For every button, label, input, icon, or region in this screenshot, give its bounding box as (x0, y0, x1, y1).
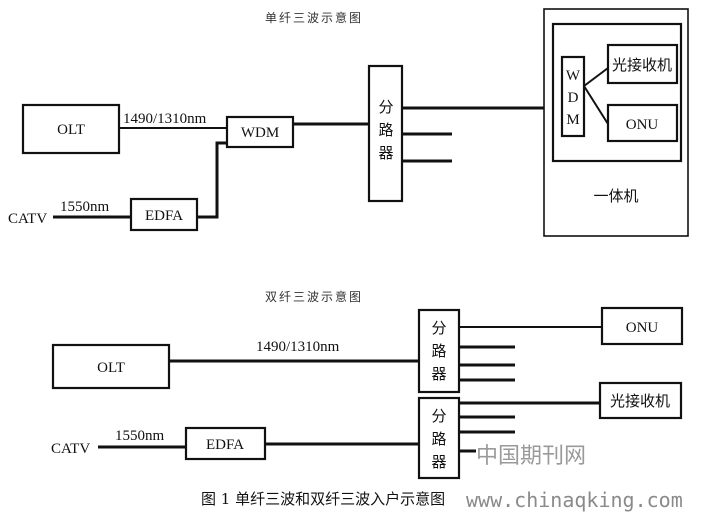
integrated-wdm-box (560, 55, 586, 138)
top-olt-box (21, 103, 121, 155)
bottom-diagram-title: 双纤三波示意图 (265, 289, 363, 304)
bottom-catv-wavelength: 1550nm (115, 428, 165, 444)
bottom-olt-label: OLT (97, 360, 125, 376)
integrated-onu-box (606, 103, 679, 143)
watermark-cn: 中国期刊网 (476, 444, 586, 469)
top-splitter-char-2: 路 (378, 121, 393, 139)
bottom-optical-receiver-label: 光接收机 (610, 392, 670, 410)
figure-caption: 图 1 单纤三波和双纤三波入户示意图 (201, 490, 445, 508)
integrated-optical-receiver-box (606, 43, 679, 85)
top-splitter-box (367, 64, 404, 203)
top-olt-wavelength: 1490/1310nm (123, 111, 207, 127)
top-splitter-char-3: 器 (378, 144, 393, 162)
watermark-url: www.chinaqking.com (466, 488, 683, 512)
bottom-olt-wavelength: 1490/1310nm (256, 339, 340, 355)
bottom-splitter-1-char-3: 器 (431, 365, 446, 383)
bottom-edfa-label: EDFA (206, 437, 244, 453)
bottom-catv-label: CATV (51, 441, 90, 457)
bottom-splitter-1-char-1: 分 (431, 319, 446, 337)
bottom-splitter-1-box (417, 308, 461, 394)
top-catv-label: CATV (8, 211, 47, 227)
top-edfa-label: EDFA (145, 208, 183, 224)
bottom-splitter-2-char-2: 路 (431, 430, 446, 448)
top-olt-label: OLT (57, 122, 85, 138)
bottom-olt-box (51, 343, 171, 390)
integrated-wdm-char-m: M (566, 112, 579, 128)
top-splitter-char-1: 分 (378, 98, 393, 116)
bottom-splitter-2-box (417, 396, 461, 480)
top-catv-wavelength: 1550nm (60, 199, 110, 215)
bottom-onu-box (600, 306, 684, 346)
bottom-splitter-2-char-1: 分 (431, 407, 446, 425)
bottom-edfa-box (184, 426, 267, 461)
top-edfa-wdm-fiber (197, 141, 227, 219)
integrated-unit-label: 一体机 (593, 187, 638, 205)
top-wdm-box (225, 115, 295, 149)
integrated-wdm-char-d: D (568, 90, 579, 106)
integrated-wdm-onu-link (583, 85, 609, 125)
bottom-onu-label: ONU (626, 320, 659, 336)
top-diagram-title: 单纤三波示意图 (265, 10, 363, 25)
integrated-wdm-receiver-link (583, 67, 609, 87)
top-wdm-label: WDM (241, 125, 279, 141)
integrated-wdm-char-w: W (566, 68, 581, 84)
bottom-splitter-2-char-3: 器 (431, 453, 446, 471)
integrated-optical-receiver-label: 光接收机 (612, 56, 672, 74)
bottom-optical-receiver-box (598, 381, 683, 420)
top-edfa-box (129, 197, 199, 232)
bottom-splitter-1-char-2: 路 (431, 342, 446, 360)
integrated-onu-label: ONU (626, 117, 659, 133)
